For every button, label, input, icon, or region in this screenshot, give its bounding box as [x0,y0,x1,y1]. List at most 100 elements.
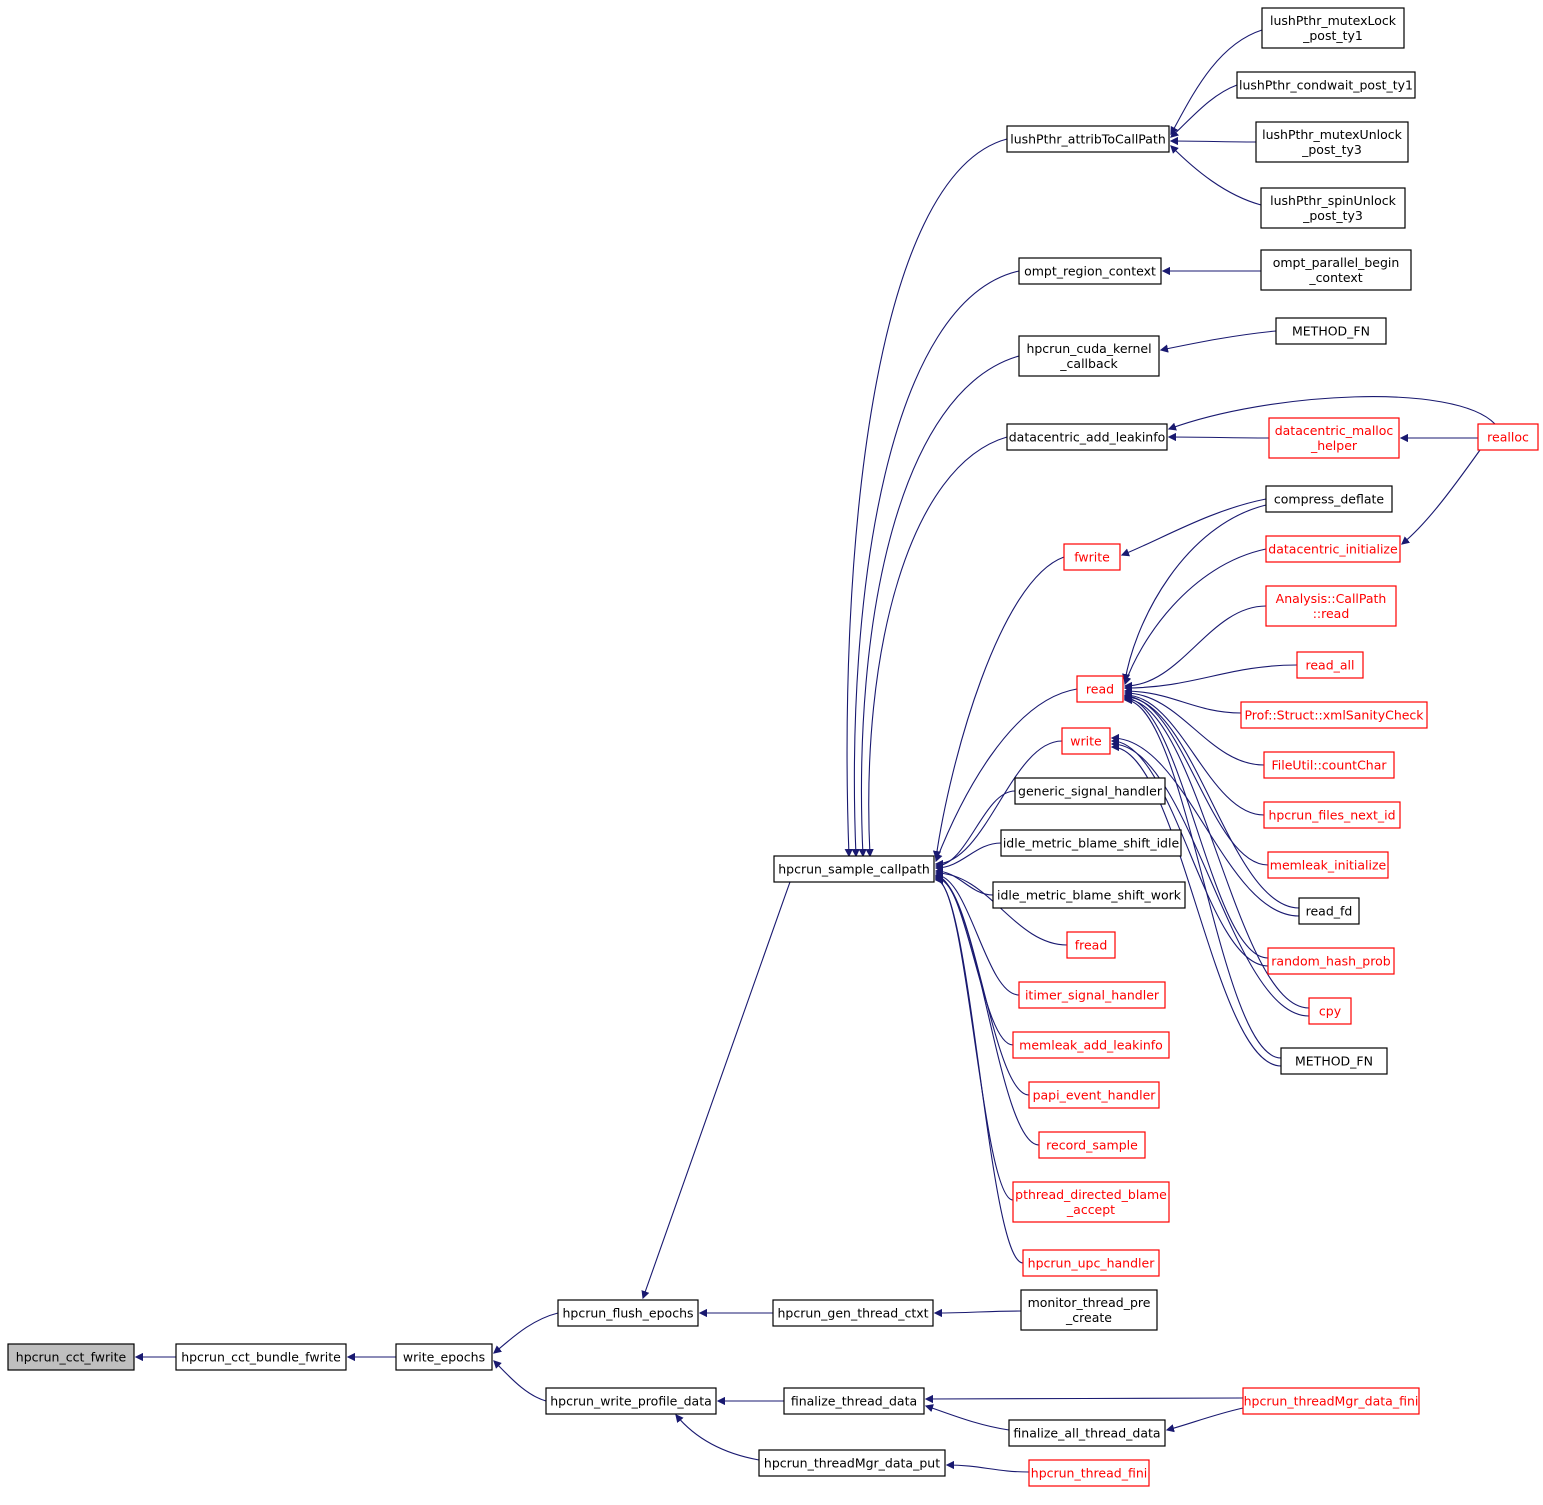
node-method_fn_2[interactable]: METHOD_FN [1280,1047,1388,1075]
node-idle_metric_blame_shift_idle[interactable]: idle_metric_blame_shift_idle [1000,829,1182,857]
node-lushPthr_mutexUnlock_post_ty3[interactable]: lushPthr_mutexUnlock_post_ty3 [1255,121,1409,163]
node-label: hpcrun_gen_thread_ctxt [777,1306,928,1321]
node-fwrite[interactable]: fwrite [1063,543,1121,571]
node-label: hpcrun_threadMgr_data_put [764,1456,940,1471]
node-hpcrun_threadMgr_data_put[interactable]: hpcrun_threadMgr_data_put [758,1449,946,1477]
node-hpcrun_upc_handler[interactable]: hpcrun_upc_handler [1022,1249,1160,1277]
node-label: random_hash_prob [1271,954,1390,969]
node-itimer_signal_handler[interactable]: itimer_signal_handler [1018,981,1166,1009]
edge-analysis_callpath_read--read [1123,605,1267,691]
node-box [1006,125,1170,153]
node-datacentric_add_leakinfo[interactable]: datacentric_add_leakinfo [1006,423,1168,451]
node-hpcrun_threadMgr_data_fini[interactable]: hpcrun_threadMgr_data_fini [1242,1387,1420,1415]
node-box [1275,317,1387,345]
node-lushPthr_spinUnlock_post_ty3[interactable]: lushPthr_spinUnlock_post_ty3 [1260,187,1406,229]
node-memleak_add_leakinfo[interactable]: memleak_add_leakinfo [1012,1031,1170,1059]
node-hpcrun_cct_fwrite[interactable]: hpcrun_cct_fwrite [7,1343,135,1371]
node-box [1268,417,1400,459]
edge-realloc--datacentric_add_leakinfo [1167,396,1496,431]
node-box [1255,121,1409,163]
node-label: hpcrun_files_next_id [1268,808,1395,823]
node-hpcrun_write_profile_data[interactable]: hpcrun_write_profile_data [545,1387,717,1415]
node-box [1240,701,1428,729]
node-box [1265,585,1397,627]
node-label: monitor_thread_pre_create [1028,1295,1151,1325]
node-hpcrun_sample_callpath[interactable]: hpcrun_sample_callpath [773,855,935,883]
edge-record_sample--hpcrun_sample_callpath [934,873,1040,1146]
node-papi_event_handler[interactable]: papi_event_handler [1028,1081,1160,1109]
node-write_epochs[interactable]: write_epochs [395,1343,493,1371]
node-write[interactable]: write [1061,727,1111,755]
node-label: cpy [1319,1004,1342,1019]
node-prof_struct_xmlsanitycheck[interactable]: Prof::Struct::xmlSanityCheck [1240,701,1428,729]
node-cpy[interactable]: cpy [1308,997,1352,1025]
node-datacentric_malloc_helper[interactable]: datacentric_malloc_helper [1268,417,1400,459]
node-hpcrun_gen_thread_ctxt[interactable]: hpcrun_gen_thread_ctxt [772,1299,934,1327]
node-fread[interactable]: fread [1066,931,1116,959]
node-label: itimer_signal_handler [1025,988,1160,1003]
node-analysis_callpath_read[interactable]: Analysis::CallPath::read [1265,585,1397,627]
node-monitor_thread_pre_create[interactable]: monitor_thread_pre_create [1020,1289,1158,1331]
node-label: METHOD_FN [1295,1054,1373,1069]
node-hpcrun_cct_bundle_fwrite[interactable]: hpcrun_cct_bundle_fwrite [175,1343,347,1371]
node-fileutil_countchar[interactable]: FileUtil::countChar [1263,751,1395,779]
node-hpcrun_cuda_kernel_callback[interactable]: hpcrun_cuda_kernel_callback [1018,335,1160,377]
node-label: generic_signal_handler [1018,784,1163,799]
node-box [1022,1249,1160,1277]
node-random_hash_prob[interactable]: random_hash_prob [1267,947,1395,975]
node-box [1006,423,1168,451]
edge-cpy--read [1123,694,1310,1009]
node-box [1265,535,1401,563]
node-lushPthr_mutexLock_post_ty1[interactable]: lushPthr_mutexLock_post_ty1 [1261,7,1405,49]
node-read_all[interactable]: read_all [1296,651,1364,679]
node-box [395,1343,493,1371]
node-datacentric_initialize[interactable]: datacentric_initialize [1265,535,1401,563]
node-compress_deflate[interactable]: compress_deflate [1265,485,1393,513]
node-label: memleak_initialize [1270,858,1387,873]
node-hpcrun_flush_epochs[interactable]: hpcrun_flush_epochs [557,1299,699,1327]
edge-fread--hpcrun_sample_callpath [934,868,1068,946]
node-box [1236,71,1416,99]
edge-lushPthr_condwait_post_ty1--lushPthr_attribToCallPath [1170,84,1238,138]
node-read[interactable]: read [1076,675,1124,703]
node-label: hpcrun_write_profile_data [550,1394,712,1409]
node-finalize_all_thread_data[interactable]: finalize_all_thread_data [1008,1419,1166,1447]
node-box [992,881,1186,909]
node-label: lushPthr_mutexUnlock_post_ty3 [1262,127,1403,157]
edge-finalize_all_thread_data--finalize_thread_data [924,1404,1010,1431]
node-idle_metric_blame_shift_work[interactable]: idle_metric_blame_shift_work [992,881,1186,909]
edge-realloc--datacentric_initialize [1401,449,1481,545]
node-lushPthr_condwait_post_ty1[interactable]: lushPthr_condwait_post_ty1 [1236,71,1416,99]
node-label: papi_event_handler [1033,1088,1157,1103]
node-box [1265,485,1393,513]
node-hpcrun_files_next_id[interactable]: hpcrun_files_next_id [1263,801,1401,829]
node-finalize_thread_data[interactable]: finalize_thread_data [783,1387,925,1415]
edge-itimer_signal_handler--hpcrun_sample_callpath [934,870,1020,996]
node-label: hpcrun_cct_fwrite [16,1350,127,1365]
node-read_fd[interactable]: read_fd [1298,897,1360,925]
node-label: hpcrun_cct_bundle_fwrite [181,1350,341,1365]
edge-hpcrun_sample_callpath--hpcrun_flush_epochs [641,881,791,1300]
node-label: memleak_add_leakinfo [1019,1038,1163,1053]
edge-ompt_region_context--hpcrun_sample_callpath [851,270,1020,858]
node-hpcrun_thread_fini[interactable]: hpcrun_thread_fini [1028,1459,1150,1487]
node-generic_signal_handler[interactable]: generic_signal_handler [1014,777,1166,805]
node-record_sample[interactable]: record_sample [1038,1131,1146,1159]
node-method_fn_1[interactable]: METHOD_FN [1275,317,1387,345]
edge-hpcrun_threadMgr_data_fini--finalize_thread_data [924,1394,1244,1404]
node-box [1076,675,1124,703]
node-label: write_epochs [403,1350,485,1365]
edge-lushPthr_attribToCallPath--hpcrun_sample_callpath [844,138,1008,858]
node-memleak_initialize[interactable]: memleak_initialize [1267,851,1389,879]
node-ompt_region_context[interactable]: ompt_region_context [1018,257,1162,285]
node-label: lushPthr_spinUnlock_post_ty3 [1270,193,1396,223]
node-label: lushPthr_attribToCallPath [1010,132,1166,147]
node-realloc[interactable]: realloc [1477,423,1539,451]
node-box [1263,751,1395,779]
node-pthread_directed_blame_accept[interactable]: pthread_directed_blame_accept [1012,1181,1170,1223]
edge-datacentric_malloc_helper--datacentric_add_leakinfo [1167,432,1270,442]
node-ompt_parallel_begin_context[interactable]: ompt_parallel_begin_context [1260,249,1412,291]
node-label: fread [1075,938,1108,953]
node-lushPthr_attribToCallPath[interactable]: lushPthr_attribToCallPath [1006,125,1170,153]
